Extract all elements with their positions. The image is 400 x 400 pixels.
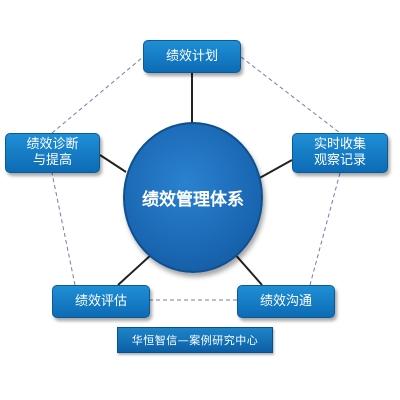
spoke-communicate — [232, 251, 263, 286]
node-label: 实时收集 观察记录 — [313, 137, 366, 168]
node-performance-evaluate: 绩效评估 — [52, 285, 150, 318]
hub-label: 绩效管理体系 — [142, 190, 244, 210]
dashed-edge-collect-communicate — [309, 172, 341, 286]
node-realtime-collect: 实时收集 观察记录 — [292, 133, 388, 173]
spoke-collect — [255, 159, 293, 181]
node-label: 绩效沟通 — [259, 293, 312, 309]
node-label: 绩效诊断 与提高 — [26, 137, 79, 168]
dashed-edge-improve-plan — [51, 56, 144, 134]
dashed-edge-evaluate-improve — [51, 172, 76, 286]
node-label: 绩效计划 — [165, 48, 218, 64]
hub-performance-system: 绩效管理体系 — [123, 122, 263, 273]
node-performance-plan: 绩效计划 — [143, 40, 241, 73]
node-performance-communicate: 绩效沟通 — [237, 285, 335, 318]
banner-text: 华恒智信—案例研究中心 — [131, 334, 259, 347]
spoke-evaluate — [117, 253, 153, 286]
node-label: 绩效评估 — [74, 293, 127, 309]
spoke-improve — [99, 154, 127, 173]
dashed-edge-plan-collect — [240, 56, 341, 134]
node-diagnose-improve: 绩效诊断 与提高 — [5, 133, 100, 173]
source-banner: 华恒智信—案例研究中心 — [117, 327, 273, 353]
